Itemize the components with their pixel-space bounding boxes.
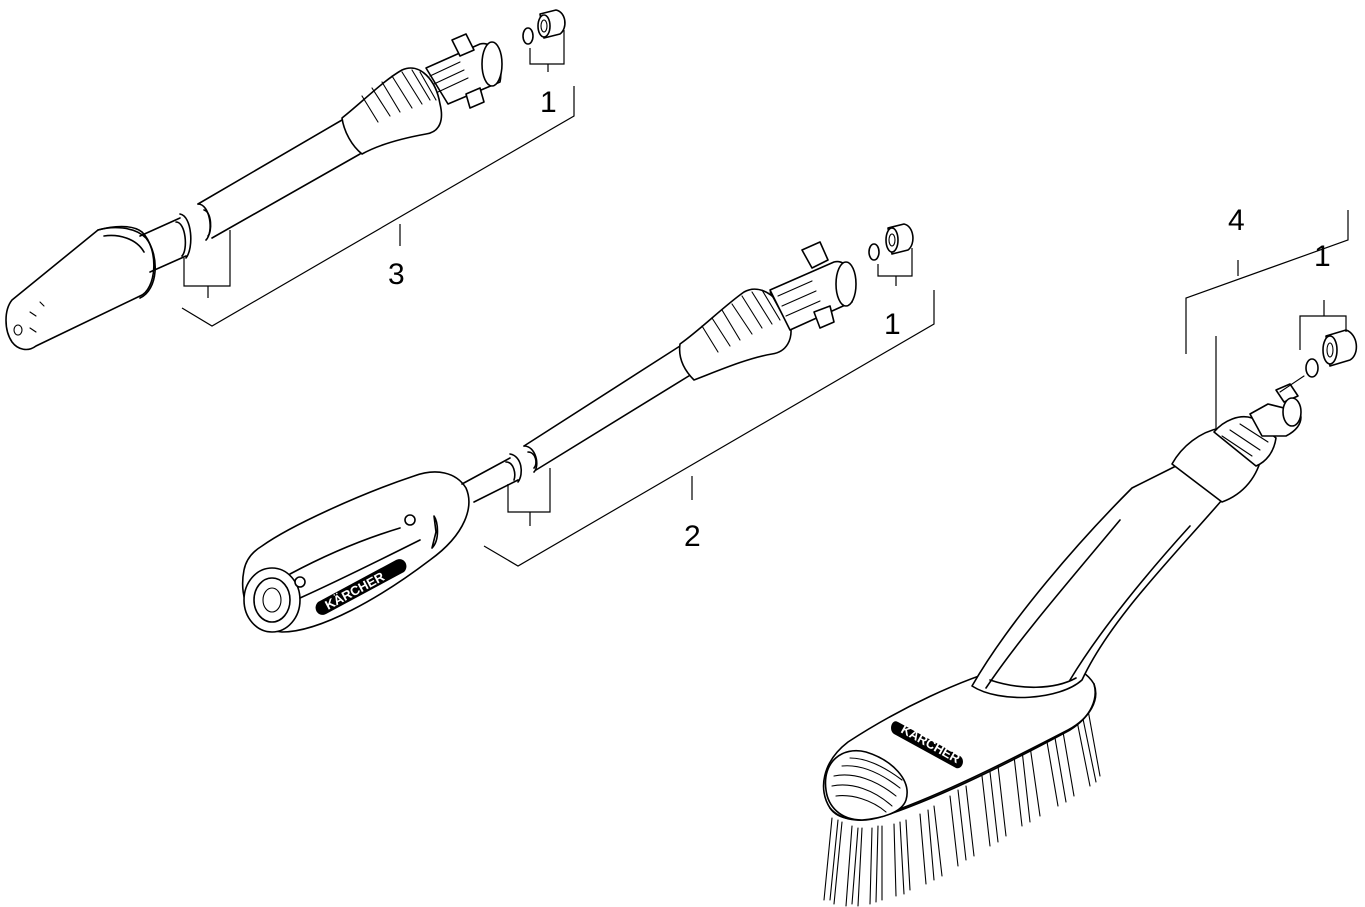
callout-part-1-b: 1 bbox=[884, 308, 901, 341]
callout-part-4: 4 bbox=[1228, 204, 1245, 237]
nozzle-nut-3 bbox=[1322, 329, 1358, 367]
callout-part-1-c: 1 bbox=[1314, 240, 1331, 273]
lance-3-dirt-blaster bbox=[5, 9, 575, 351]
wash-brush-4: KÄRCHER bbox=[822, 210, 1358, 907]
ribbed-grip bbox=[341, 67, 443, 155]
cone-nozzle bbox=[5, 225, 156, 351]
vario-head: KÄRCHER bbox=[241, 471, 470, 633]
o-ring bbox=[522, 27, 534, 45]
brush-head: KÄRCHER bbox=[822, 660, 1097, 821]
o-ring-3 bbox=[1305, 358, 1319, 378]
lance-2-vario: KÄRCHER bbox=[241, 223, 935, 633]
ribbed-grip-2 bbox=[678, 288, 792, 381]
o-ring-2 bbox=[868, 243, 880, 261]
nozzle-nut-2 bbox=[885, 223, 914, 255]
brush-bristles bbox=[823, 709, 1101, 907]
callout-part-3: 3 bbox=[388, 258, 405, 291]
callout-part-1-a: 1 bbox=[540, 86, 557, 119]
nozzle-nut bbox=[537, 9, 566, 39]
bayonet-coupling bbox=[425, 33, 503, 109]
bayonet-coupling-2 bbox=[769, 241, 857, 331]
brush-handle bbox=[971, 465, 1223, 699]
swivel-collar bbox=[1171, 383, 1302, 503]
callout-part-2: 2 bbox=[684, 520, 701, 553]
